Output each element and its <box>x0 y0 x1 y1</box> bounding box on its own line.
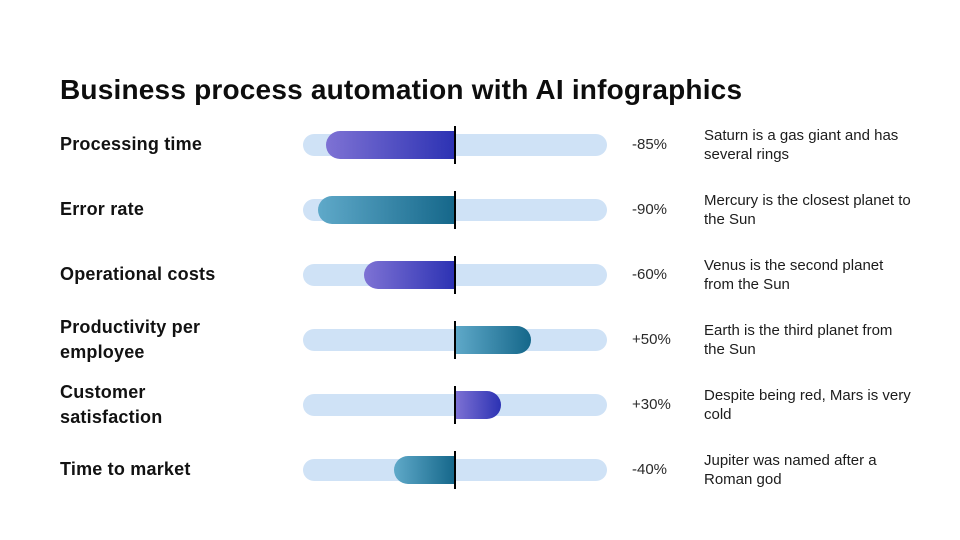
description-text: Venus is the second planet from the Sun <box>704 256 884 293</box>
metric-label: Productivity per employee <box>60 316 201 362</box>
chart-row: Processing time -85% Saturn is a gas gia… <box>60 112 922 177</box>
bar-fill <box>363 260 455 289</box>
description-text: Despite being red, Mars is very cold <box>704 386 911 423</box>
center-axis-line <box>454 385 456 424</box>
bar <box>303 448 607 492</box>
page-title: Business process automation with AI info… <box>60 73 743 105</box>
bar-fill <box>455 325 531 354</box>
value-label: -85% <box>632 136 668 153</box>
description-text: Earth is the third planet from the Sun <box>704 321 893 358</box>
metric-label: Error rate <box>60 199 145 219</box>
value-label: +50% <box>632 331 671 348</box>
metric-label: Customer satisfaction <box>60 381 163 427</box>
bar <box>303 253 607 297</box>
center-axis-line <box>454 190 456 229</box>
bar-fill <box>318 195 455 224</box>
description-text: Jupiter was named after a Roman god <box>704 451 877 488</box>
chart-row: Operational costs -60% Venus is the seco… <box>60 242 922 307</box>
bar-fill <box>325 130 455 159</box>
chart-row: Error rate -90% Mercury is the closest p… <box>60 177 922 242</box>
metric-label: Processing time <box>60 134 203 154</box>
chart-rows: Processing time -85% Saturn is a gas gia… <box>60 112 922 502</box>
bar-fill <box>455 390 501 419</box>
center-axis-line <box>454 255 456 294</box>
metric-label: Operational costs <box>60 264 216 284</box>
bar <box>303 383 607 427</box>
center-axis-line <box>454 125 456 164</box>
value-label: +30% <box>632 396 671 413</box>
bar-fill <box>394 455 455 484</box>
chart-row: Time to market -40% Jupiter was named af… <box>60 437 922 502</box>
bar <box>303 188 607 232</box>
value-label: -90% <box>632 201 668 218</box>
center-axis-line <box>454 450 456 489</box>
chart-row: Productivity per employee +50% Earth is … <box>60 307 922 372</box>
chart-row: Customer satisfaction +30% Despite being… <box>60 372 922 437</box>
description-text: Mercury is the closest planet to the Sun <box>704 191 911 228</box>
value-label: -40% <box>632 461 668 478</box>
description-text: Saturn is a gas giant and has several ri… <box>704 126 899 163</box>
metric-label: Time to market <box>60 459 191 479</box>
bar <box>303 318 607 362</box>
center-axis-line <box>454 320 456 359</box>
value-label: -60% <box>632 266 668 283</box>
bar <box>303 123 607 167</box>
